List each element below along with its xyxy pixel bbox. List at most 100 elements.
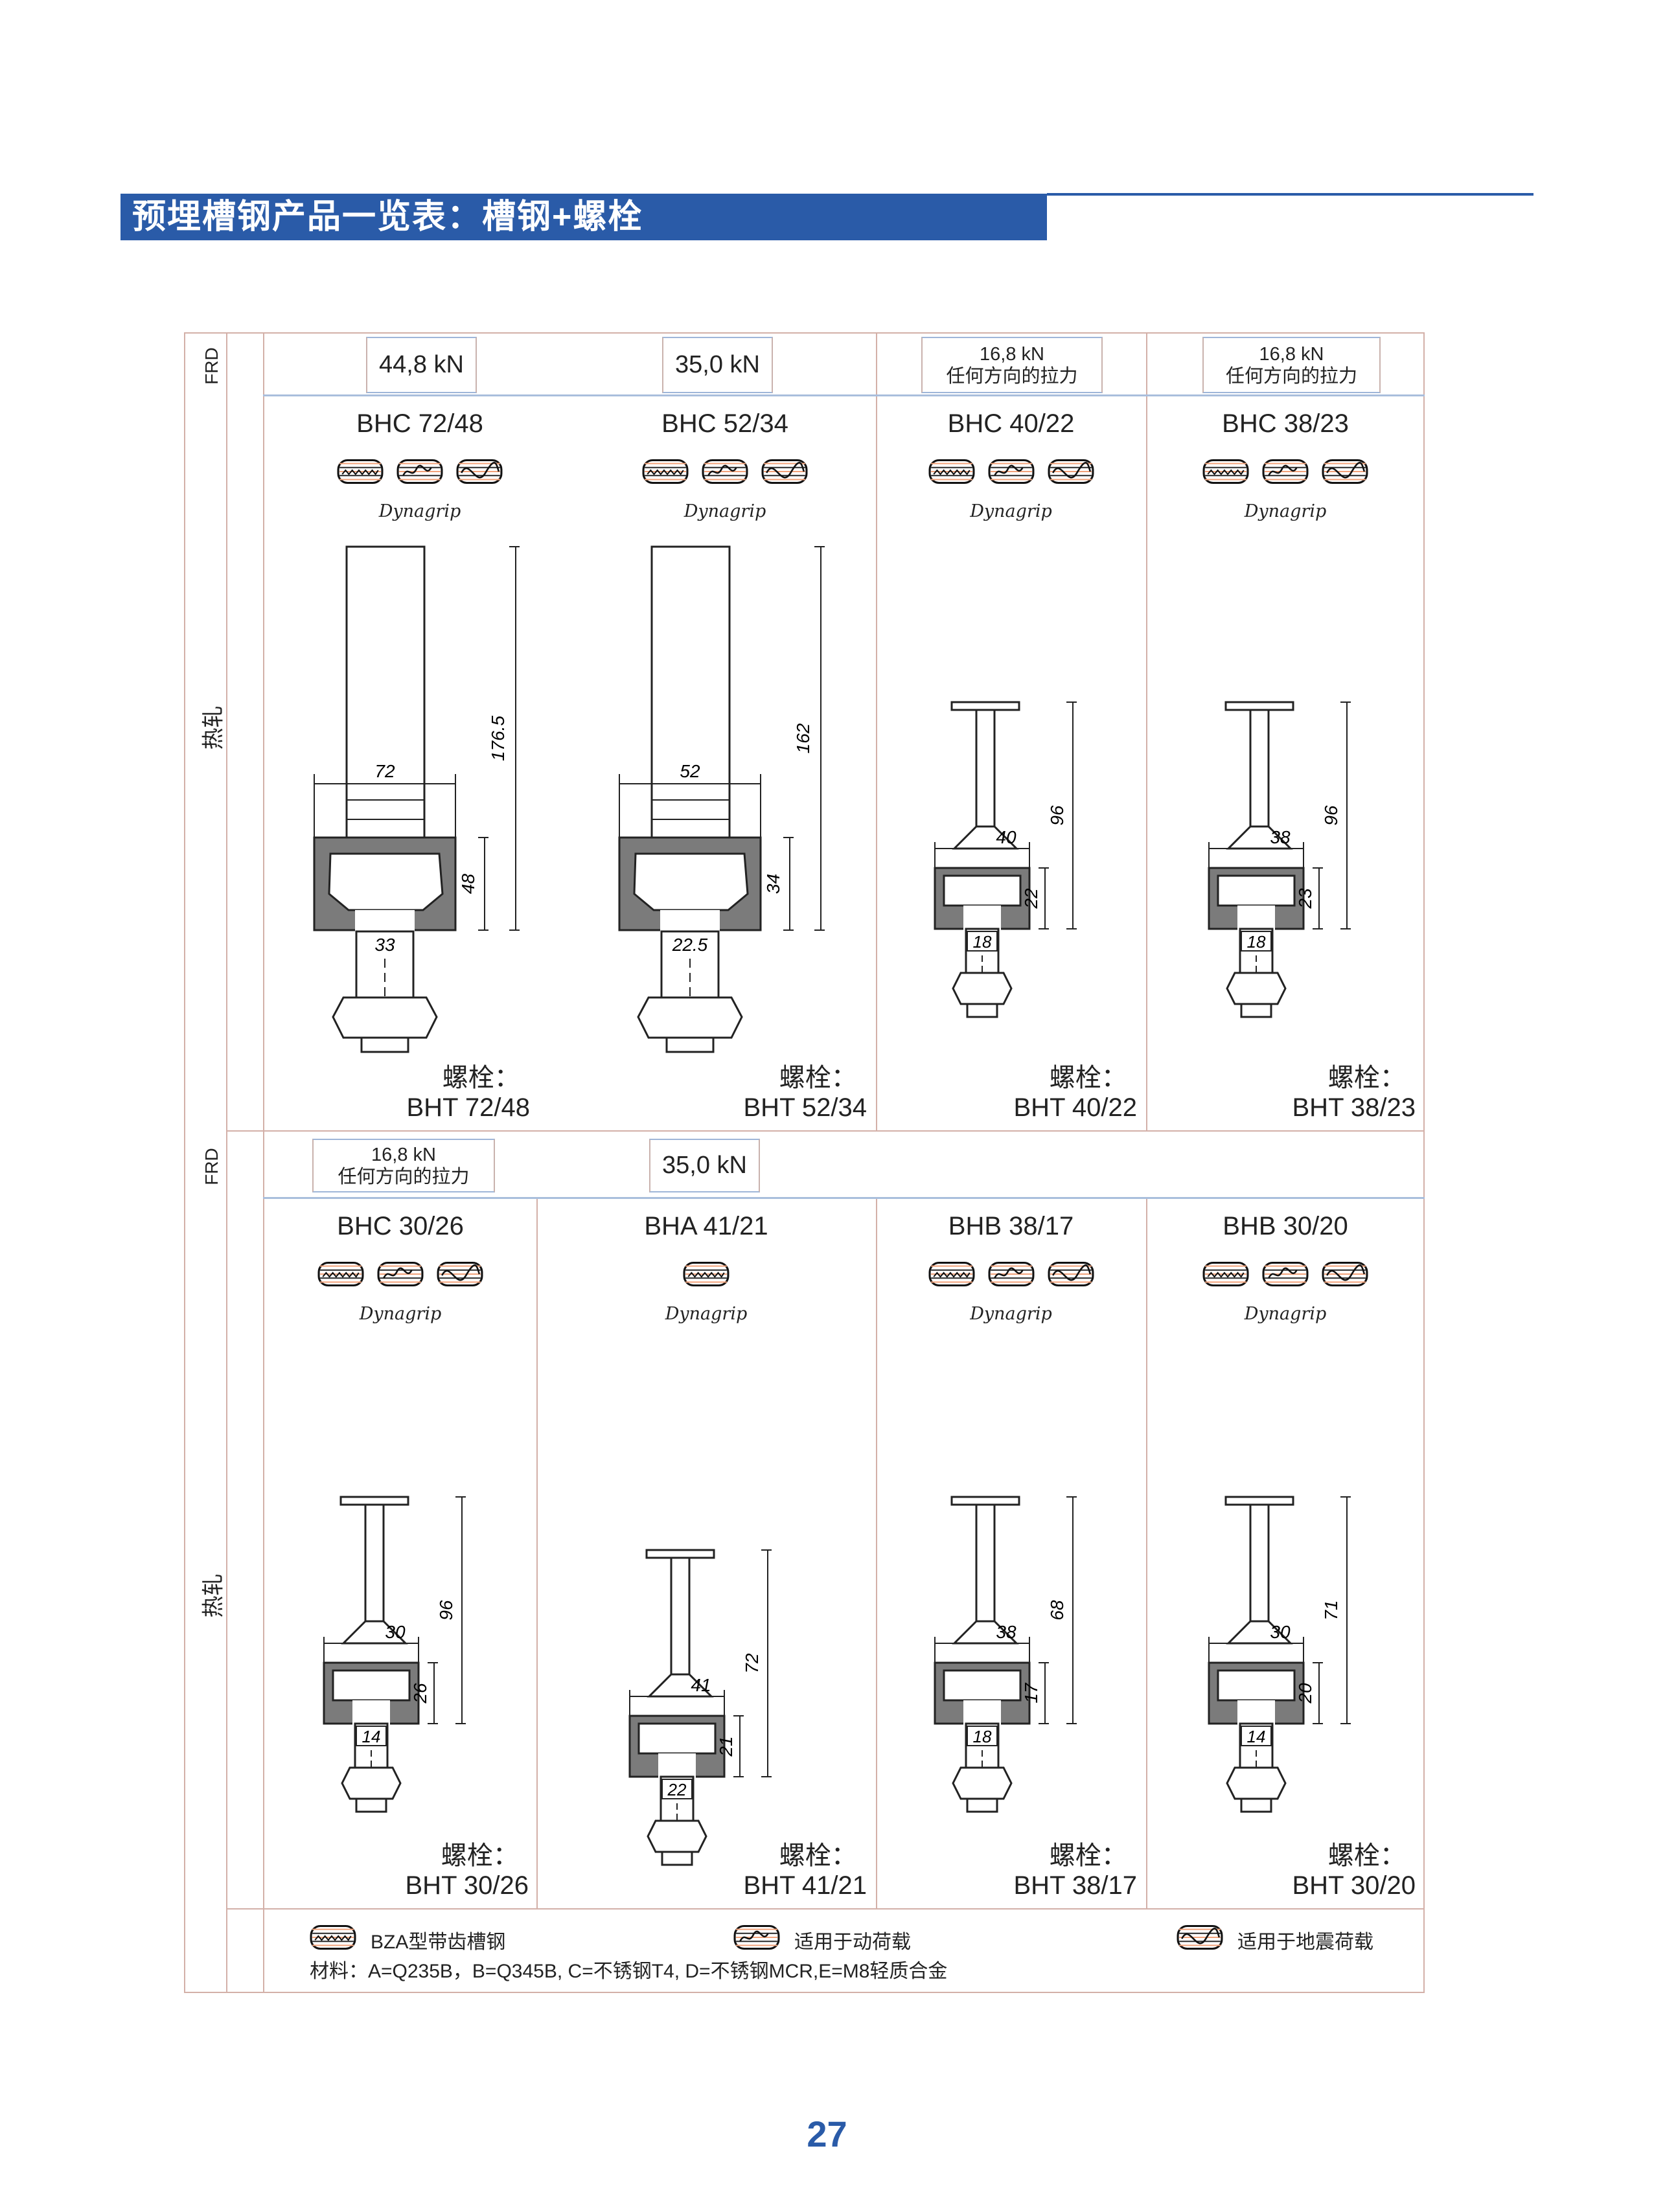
dimension-label: 48 <box>458 874 478 895</box>
product-title: BHC 52/34 <box>661 409 788 438</box>
product-cell: BHC 30/26 Dynagrip 30 14 96 26 螺栓： BHT 3… <box>264 1199 536 1908</box>
dimension-label: 72 <box>742 1653 762 1674</box>
load-capacity-box: 35,0 kN <box>662 337 773 393</box>
seismic-icon <box>1322 1260 1368 1291</box>
divider <box>536 1198 538 1910</box>
dimension-label: 34 <box>763 874 783 894</box>
divider <box>1146 1198 1147 1910</box>
dimension-label: 96 <box>1321 805 1341 826</box>
product-cell: BHB 30/20 Dynagrip 30 14 71 20 螺栓： BHT 3… <box>1147 1199 1423 1908</box>
bolt-spec: 螺栓： BHT 30/20 <box>1292 1841 1416 1900</box>
product-title: BHC 38/23 <box>1222 409 1349 438</box>
dimension-label: 162 <box>793 723 813 753</box>
dimension-label: 38 <box>1270 827 1291 847</box>
load-capacity-box: 44,8 kN <box>366 337 477 393</box>
dimension-label: 17 <box>1021 1682 1041 1704</box>
dimension-label: 18 <box>972 1727 991 1746</box>
dimension-label: 176.5 <box>488 716 508 761</box>
seismic-icon <box>1177 1924 1223 1956</box>
bolt-spec: 螺栓： BHT 38/23 <box>1292 1063 1416 1123</box>
load-note: 任何方向的拉力 <box>1225 365 1357 387</box>
materials-note: 材料：A=Q235B，B=Q345B, C=不锈钢T4, D=不锈钢MCR,E=… <box>310 1961 948 1982</box>
legend-label: BZA型带齿槽钢 <box>371 1932 506 1953</box>
product-title: BHC 72/48 <box>356 409 483 438</box>
product-title: BHA 41/21 <box>644 1212 768 1240</box>
hot-rolled-label: 热轧 <box>201 705 226 750</box>
bolt-spec: 螺栓： BHT 30/26 <box>406 1841 529 1900</box>
dimension-label: 22.5 <box>672 935 708 955</box>
brand-label: Dynagrip <box>683 501 766 521</box>
dimension-label: 21 <box>716 1736 736 1757</box>
product-cell: BHC 40/22 Dynagrip 40 18 96 22 螺栓： BHT 4… <box>877 396 1145 1130</box>
brand-label: Dynagrip <box>970 1304 1052 1324</box>
bolt-label: 螺栓： <box>1327 1841 1406 1870</box>
load-capacity-box: 35,0 kN <box>649 1139 760 1192</box>
product-title: BHC 30/26 <box>337 1212 464 1240</box>
feature-icons <box>538 1260 875 1291</box>
frd-label: FRD <box>201 347 222 385</box>
dimension-label: 96 <box>1047 805 1067 826</box>
seismic-icon <box>761 458 808 488</box>
dynamic-load-icon <box>702 458 748 488</box>
legend-label: 适用于地震荷载 <box>1237 1932 1373 1953</box>
divider <box>263 1197 1425 1199</box>
dynamic-load-icon <box>396 458 443 488</box>
dimension-label: 23 <box>1295 888 1315 909</box>
load-note: 任何方向的拉力 <box>338 1166 470 1187</box>
feature-icons <box>264 458 575 488</box>
dynamic-load-icon <box>988 458 1035 488</box>
divider <box>226 1130 1425 1132</box>
legend-item-serrated: BZA型带齿槽钢 <box>310 1924 505 1956</box>
load-note: 任何方向的拉力 <box>946 365 1078 387</box>
bolt-model: BHT 38/17 <box>1013 1871 1138 1900</box>
dimension-label: 52 <box>680 761 700 781</box>
serrated-icon <box>928 458 975 488</box>
brand-label: Dynagrip <box>1244 1304 1327 1324</box>
bolt-spec: 螺栓： BHT 38/17 <box>1014 1841 1138 1900</box>
hot-rolled-label: 热轧 <box>201 1573 226 1618</box>
bolt-model: BHT 30/20 <box>1292 1871 1416 1900</box>
anchor-drawing: 30 14 71 20 <box>1208 1494 1363 1821</box>
bolt-model: BHT 52/34 <box>743 1093 867 1122</box>
frd-label: FRD <box>201 1148 222 1185</box>
bolt-label: 螺栓： <box>779 1841 857 1870</box>
product-title: BHB 38/17 <box>948 1212 1074 1240</box>
divider <box>876 1198 877 1910</box>
feature-icons <box>1147 458 1423 488</box>
bolt-spec: 螺栓： BHT 40/22 <box>1014 1063 1138 1123</box>
load-value: 16,8 kN <box>371 1144 436 1165</box>
title-rule <box>1047 193 1533 196</box>
brand-label: Dynagrip <box>665 1304 748 1324</box>
divider <box>226 1908 1425 1910</box>
anchor-drawing: 52 22.5 162 34 <box>615 544 835 1059</box>
bolt-label: 螺栓： <box>1049 1064 1127 1092</box>
brand-label: Dynagrip <box>1244 501 1327 521</box>
seismic-icon <box>456 458 503 488</box>
dynamic-load-icon <box>1262 458 1309 488</box>
dimension-label: 22 <box>667 1780 687 1799</box>
product-cell: BHC 72/48 Dynagrip 72 33 176.5 48 螺栓： BH… <box>264 396 575 1130</box>
brand-label: Dynagrip <box>970 501 1052 521</box>
dynamic-load-icon <box>988 1260 1035 1291</box>
feature-icons <box>877 1260 1145 1291</box>
page-number: 27 <box>807 2114 847 2154</box>
bolt-model: BHT 40/22 <box>1013 1093 1138 1122</box>
seismic-icon <box>1048 1260 1094 1291</box>
dimension-label: 22 <box>1021 888 1041 909</box>
product-cell: BHC 38/23 Dynagrip 38 18 96 23 螺栓： BHT 3… <box>1147 396 1423 1130</box>
serrated-icon <box>642 458 689 488</box>
dimension-label: 30 <box>385 1622 406 1642</box>
dimension-label: 20 <box>1295 1683 1315 1704</box>
bolt-spec: 螺栓： BHT 41/21 <box>744 1841 867 1900</box>
seismic-icon <box>1322 458 1368 488</box>
load-value: 16,8 kN <box>1259 343 1324 365</box>
product-cell: BHB 38/17 Dynagrip 38 18 68 17 螺栓： BHT 3… <box>877 1199 1145 1908</box>
dimension-label: 96 <box>436 1600 456 1621</box>
dimension-label: 18 <box>972 932 991 952</box>
bolt-label: 螺栓： <box>1327 1064 1406 1092</box>
product-cell: BHA 41/21 Dynagrip 41 22 72 21 螺栓： BHT 4… <box>538 1199 875 1908</box>
divider <box>263 394 1425 396</box>
dynamic-load-icon <box>733 1924 780 1956</box>
